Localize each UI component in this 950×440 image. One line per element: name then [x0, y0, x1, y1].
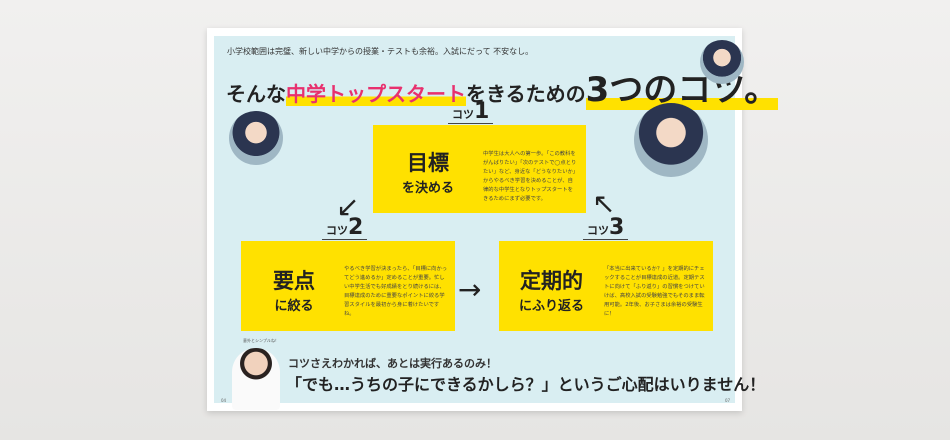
step2-box: 要点に絞る やるべき学習が決まったら、「目標に向かってどう進めるか」定めることが… — [241, 241, 455, 331]
mother-photo — [232, 348, 280, 410]
student-photo — [634, 103, 708, 177]
title-mid: をきるための — [466, 82, 586, 106]
title-post: つのコツ。 — [609, 70, 779, 110]
classroom-photo — [229, 111, 283, 165]
step1-label: コツ1 — [448, 101, 494, 124]
step1-heading: 目標を決める — [401, 151, 454, 196]
page-number-right: 07 — [725, 398, 731, 403]
step3-text: 「本当に出来ているか？」を定期的にチェックすることが目標達成の近道。定期テストに… — [604, 266, 705, 317]
footer-line1: コツさえわかれば、あとは実行あるのみ！ — [288, 357, 497, 370]
title-pre: そんな — [226, 82, 286, 106]
title-highlight: 中学トップスタート — [286, 82, 466, 106]
step3-box: 定期的にふり返る 「本当に出来ているか？」を定期的にチェックすることが目標達成の… — [499, 241, 713, 331]
arrow-right-icon: → — [458, 273, 482, 306]
arrow-down-left-icon: ↙ — [336, 190, 360, 223]
arrow-up-left-icon: ↖ — [592, 187, 616, 220]
footer-line2: 「でも…うちの子にできるかしら？」というご心配はいりません！ — [286, 375, 766, 394]
step3-heading: 定期的にふり返る — [518, 269, 584, 314]
step1-text: 中学生は大人への第一歩。「この教科をがんばりたい」「次のテストで◯点とりたい」な… — [483, 151, 577, 202]
speech-bubble: 意外とシンプルね！ — [243, 338, 279, 343]
step2-heading: 要点に絞る — [273, 269, 315, 314]
step3-label: コツ3 — [583, 217, 629, 240]
lead-text: 小学校範囲は完璧、新しい中学からの授業・テストも余裕。入試にだって 不安なし。 — [227, 47, 534, 56]
student-photo-small — [700, 40, 744, 84]
step1-box: 目標を決める 中学生は大人への第一歩。「この教科をがんばりたい」「次のテストで◯… — [373, 125, 586, 213]
step2-label: コツ2 — [322, 217, 368, 240]
page-number-left: 04 — [221, 398, 227, 403]
step2-text: やるべき学習が決まったら、「目標に向かってどう進めるか」定めることが重要。忙しい… — [344, 266, 448, 317]
page-title: そんな中学トップスタートをきるための3つのコツ。 — [226, 62, 779, 111]
title-number: 3 — [585, 70, 610, 110]
